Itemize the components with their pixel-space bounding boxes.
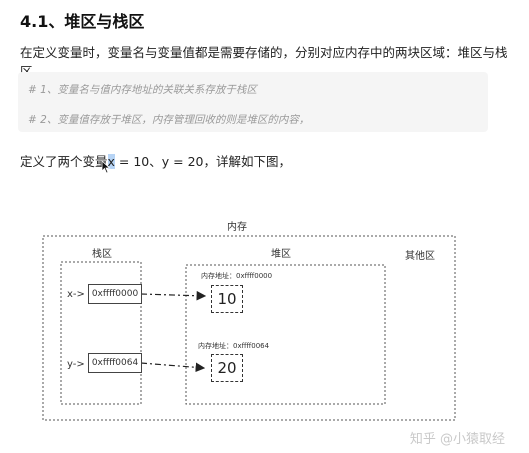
heap-value-box-2: 20 — [211, 354, 243, 382]
stack-addr-y-box: 0xffff0064 — [88, 353, 142, 373]
code-block: # 1、变量名与值内存地址的关联关系存放于栈区 # 2、变量值存放于堆区，内存管… — [18, 72, 488, 132]
para2-text-before: 定义了两个变量 — [20, 154, 108, 169]
stack-frame — [60, 261, 142, 405]
selected-text[interactable]: x — [107, 154, 115, 169]
stack-label: 栈区 — [92, 249, 112, 260]
mouse-cursor-icon — [101, 160, 111, 174]
heap-frame — [185, 264, 386, 405]
heap-addr-label-2: 内存地址：0xffff0064 — [198, 342, 270, 350]
comment-line-1: # 1、变量名与值内存地址的关联关系存放于栈区 — [28, 84, 257, 96]
var-y-label: y-> — [67, 359, 85, 370]
stack-addr-x-box: 0xffff0000 — [88, 284, 142, 304]
heap-label: 堆区 — [271, 249, 291, 260]
var-x-label: x-> — [67, 289, 85, 300]
arrow-x — [140, 290, 207, 301]
watermark: 知乎 @小猿取经 — [409, 432, 505, 447]
para2-text-after: = 10、y = 20，详解如下图， — [114, 154, 291, 169]
article-heading: 4.1、堆区与栈区 — [20, 12, 145, 31]
memory-frame — [42, 235, 456, 421]
heap-value-box-1: 10 — [211, 285, 243, 313]
comment-line-2: # 2、变量值存放于堆区，内存管理回收的则是堆区的内容， — [28, 114, 310, 126]
arrow-y — [140, 362, 206, 373]
other-area-label: 其他区 — [405, 251, 435, 262]
heap-addr-label-1: 内存地址：0xffff0000 — [201, 272, 273, 280]
variables-paragraph: 定义了两个变量x = 10、y = 20，详解如下图， — [20, 151, 291, 170]
memory-label: 内存 — [227, 222, 247, 233]
